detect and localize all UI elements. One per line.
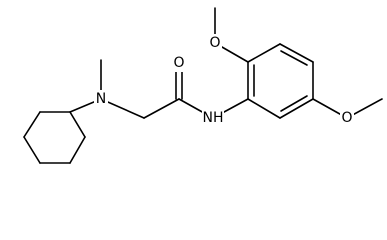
bond-aromatic-5 [279,98,314,119]
cyclohexane-ring [23,111,86,164]
bond-cyclohexane-3 [69,136,86,164]
atom-label-nh-amide: NH [202,109,224,127]
molecule-diagram: O N NH O O [23,7,383,164]
atom-nh-amide: NH [203,110,224,126]
bond-aromatic-inner-3 [280,95,308,112]
bond-cyclohexane-5 [23,136,41,164]
bond-aromatic-6 [247,98,281,119]
atom-o-meta: O [341,110,352,126]
bond-aromatic-2 [247,43,281,63]
bond-cyclohexane-6 [23,111,41,138]
bond-cyclohexane-2 [69,111,86,138]
atom-o-ortho: O [209,35,220,51]
chemical-structure-canvas: O N NH O O [23,7,383,164]
atom-label-n-amine: N [94,90,108,108]
atom-label-o-carbonyl: O [172,54,186,72]
atom-n-amine: N [96,91,106,107]
atom-label-o-meta: O [340,109,354,127]
bond-aromatic-inner-2 [280,50,308,66]
atom-o-carbonyl: O [173,55,184,71]
benzene-ring [247,43,314,119]
bond-n-ch2 [100,98,145,119]
bond-ch2-carbonyl [143,98,180,119]
bond-aromatic-3 [279,43,314,63]
atom-label-o-ortho: O [208,34,222,52]
